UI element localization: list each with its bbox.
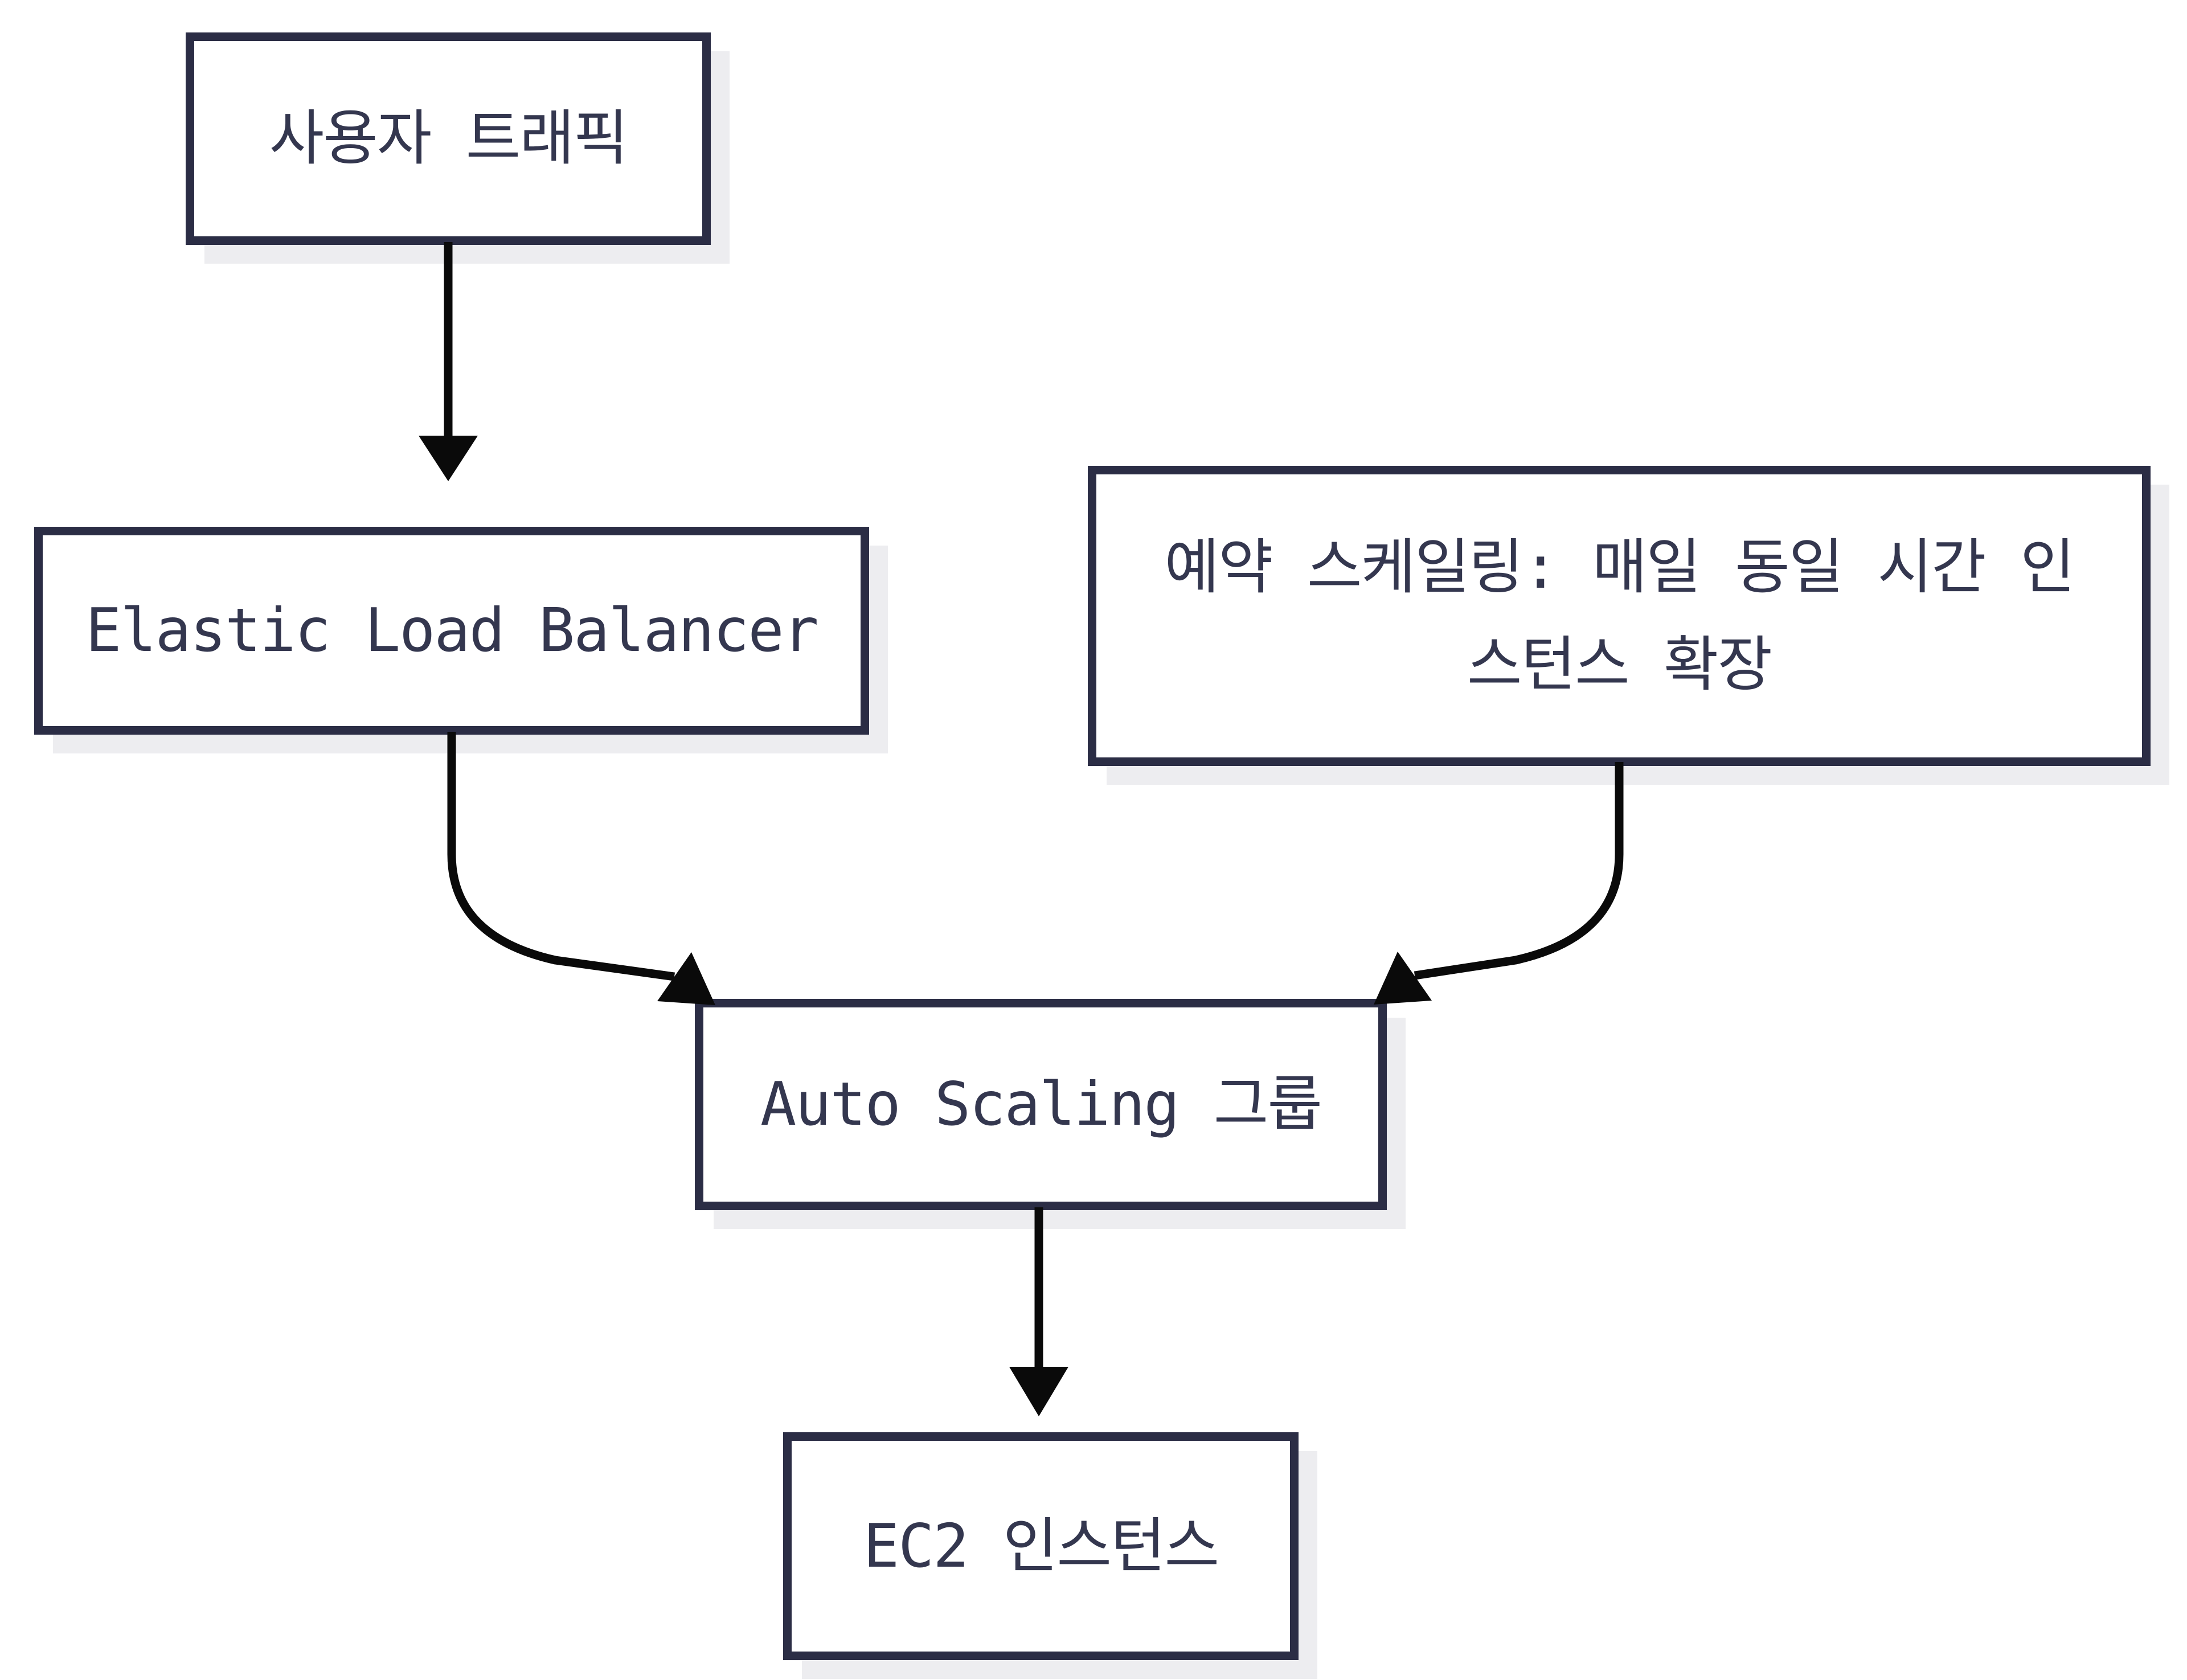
arrowhead-down-right-icon	[657, 952, 715, 1005]
arrowhead-down-icon	[419, 436, 478, 481]
node-elastic-load-balancer-label: Elastic Load Balancer	[85, 596, 819, 666]
node-user-traffic-label: 사용자 트래픽	[269, 104, 629, 174]
node-ec2-instances: EC2 인스턴스	[783, 1432, 1299, 1660]
arrowhead-down-icon	[1009, 1367, 1068, 1416]
node-scheduled-scaling: 예약 스케일링: 매일 동일 시간 인 스턴스 확장	[1088, 466, 2151, 766]
edge-scheduled-scaling-to-asg	[1414, 762, 1624, 980]
node-elastic-load-balancer: Elastic Load Balancer	[34, 527, 869, 735]
node-scheduled-scaling-label-line1: 예약 스케일링: 매일 동일 시간 인	[1164, 532, 2075, 603]
node-scheduled-scaling-label-line2: 스턴스 확장	[1467, 629, 1772, 699]
edge-elb-to-asg	[447, 732, 675, 981]
node-user-traffic: 사용자 트래픽	[186, 32, 711, 245]
node-ec2-instances-label: EC2 인스턴스	[863, 1511, 1219, 1581]
node-auto-scaling-group-label: Auto Scaling 그룹	[760, 1070, 1322, 1140]
node-auto-scaling-group: Auto Scaling 그룹	[695, 999, 1387, 1210]
arrowhead-down-left-icon	[1374, 952, 1432, 1005]
